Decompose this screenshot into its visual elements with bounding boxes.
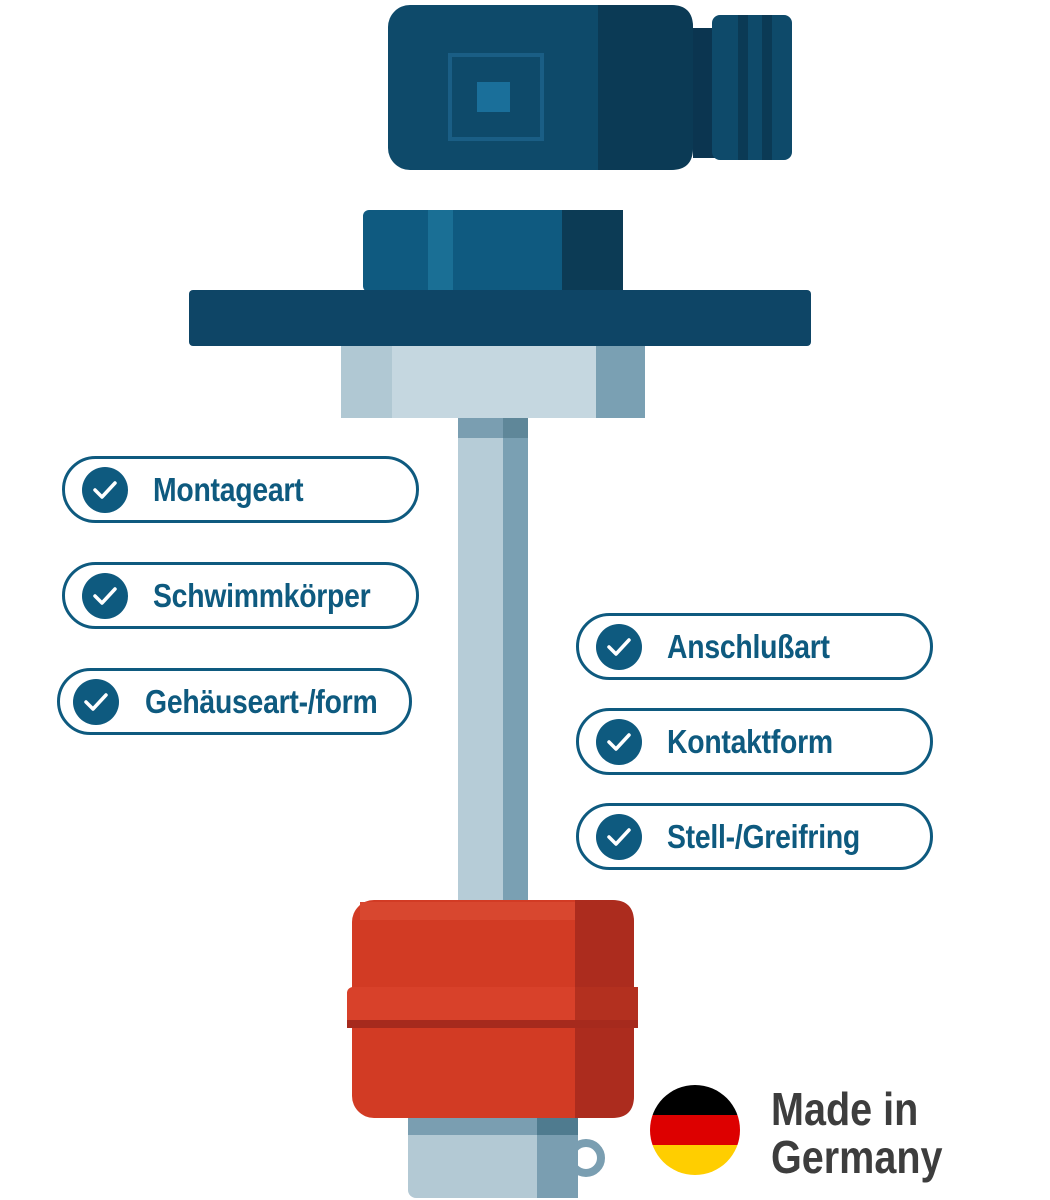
check-circle-icon xyxy=(596,719,642,765)
feature-label: Stell-/Greifring xyxy=(667,818,860,855)
feature-stell-greifring: Stell-/Greifring xyxy=(576,803,933,870)
feature-kontaktform: Kontaktform xyxy=(576,708,933,775)
guide-rod xyxy=(458,418,528,900)
check-circle-icon xyxy=(82,467,128,513)
check-circle-icon xyxy=(73,679,119,725)
check-circle-icon xyxy=(596,624,642,670)
check-circle-icon xyxy=(596,814,642,860)
feature-label: Montageart xyxy=(153,471,304,508)
feature-montageart: Montageart xyxy=(62,456,419,523)
feature-anschlussart: Anschlußart xyxy=(576,613,933,680)
feature-gehaeuseart: Gehäuseart-/form xyxy=(57,668,412,735)
feature-label: Schwimmkörper xyxy=(153,577,371,614)
made-in-label: Made in xyxy=(771,1083,919,1135)
connector-head xyxy=(388,5,792,170)
germany-label: Germany xyxy=(771,1131,943,1183)
check-circle-icon xyxy=(82,573,128,619)
feature-label: Kontaktform xyxy=(667,723,833,760)
float-body xyxy=(347,900,638,1118)
thread-body xyxy=(341,346,645,418)
nut xyxy=(363,210,623,292)
germany-flag-icon xyxy=(650,1085,740,1175)
flange xyxy=(189,290,811,346)
feature-label: Anschlußart xyxy=(667,628,830,665)
feature-label: Gehäuseart-/form xyxy=(145,683,378,720)
stop-ring xyxy=(408,1118,605,1198)
feature-schwimmkoerper: Schwimmkörper xyxy=(62,562,419,629)
